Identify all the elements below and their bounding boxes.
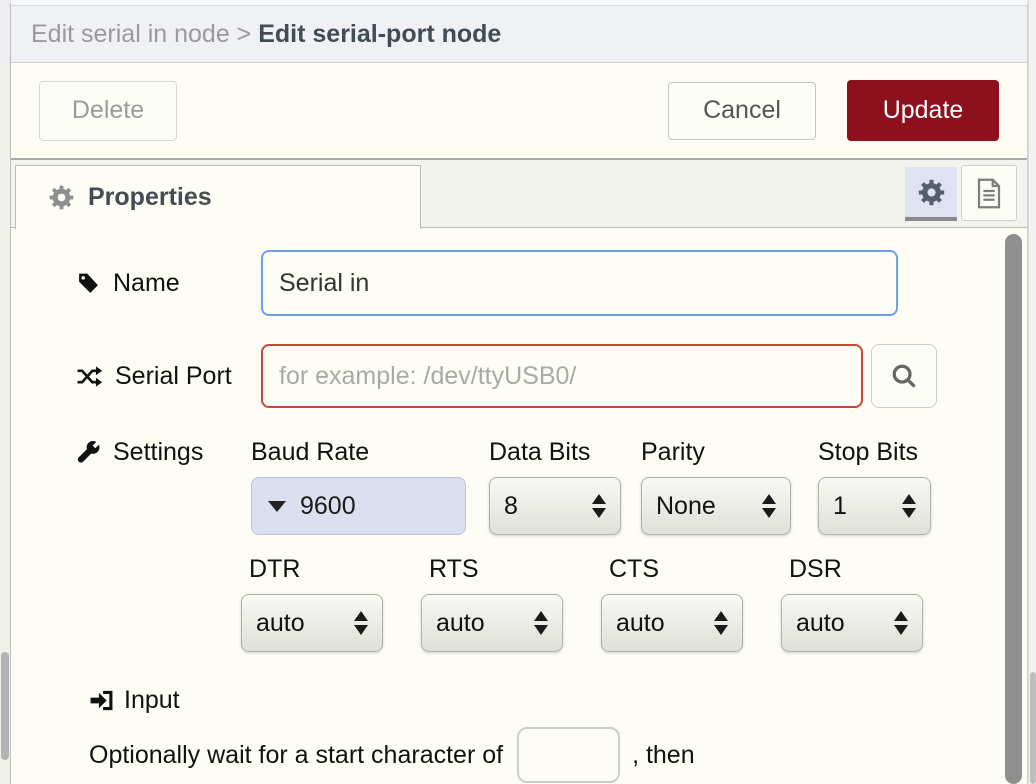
tab-properties-label: Properties	[88, 183, 212, 211]
stop-bits-value: 1	[833, 491, 847, 520]
input-section-label-text: Input	[124, 686, 180, 714]
start-char-suffix-text: , then	[632, 740, 695, 769]
name-row: Name	[76, 250, 1027, 316]
tab-properties[interactable]: Properties	[15, 165, 421, 229]
dtr-value: auto	[256, 608, 305, 637]
node-description-button[interactable]	[961, 165, 1017, 221]
name-input[interactable]	[261, 250, 898, 316]
rts-select[interactable]: auto	[421, 594, 563, 652]
serial-port-row: Serial Port	[76, 344, 1027, 408]
magnifier-icon	[889, 361, 919, 391]
start-char-prefix-text: Optionally wait for a start character of	[89, 740, 504, 769]
gear-icon	[48, 184, 75, 211]
gear-icon	[917, 178, 946, 207]
name-label-text: Name	[113, 268, 180, 297]
data-bits-value: 8	[504, 491, 518, 520]
dsr-value: auto	[796, 608, 845, 637]
data-bits-header: Data Bits	[489, 438, 591, 466]
breadcrumb-current: Edit serial-port node	[258, 19, 502, 48]
select-arrows-icon	[714, 611, 728, 635]
cancel-button[interactable]: Cancel	[668, 81, 816, 140]
breadcrumb: Edit serial in node > Edit serial-port n…	[11, 5, 1027, 63]
select-arrows-icon	[354, 611, 368, 635]
window-scrollbar	[1028, 0, 1036, 784]
data-bits-select[interactable]: 8	[489, 477, 621, 535]
cts-select[interactable]: auto	[601, 594, 743, 652]
serial-port-label: Serial Port	[76, 362, 261, 391]
input-section-label: Input	[89, 686, 180, 715]
settings-label: Settings	[76, 438, 261, 467]
cts-value: auto	[616, 608, 665, 637]
select-arrows-icon	[592, 494, 606, 518]
dialog-scrollbar	[1001, 228, 1025, 784]
cts-header: CTS	[609, 555, 659, 583]
wrench-icon	[76, 440, 101, 465]
serial-port-input[interactable]	[261, 344, 863, 408]
sign-in-icon	[89, 688, 114, 713]
rts-header: RTS	[429, 555, 479, 583]
dialog-scrollbar-thumb[interactable]	[1005, 234, 1022, 784]
select-arrows-icon	[762, 494, 776, 518]
parity-select[interactable]: None	[641, 477, 791, 535]
select-arrows-icon	[902, 494, 916, 518]
baud-rate-value: 9600	[300, 491, 356, 520]
window-scrollbar-thumb[interactable]	[1030, 672, 1036, 784]
settings-row: Settings Baud Rate 9600 Data Bits 8	[76, 438, 1027, 535]
baud-rate-header: Baud Rate	[251, 438, 370, 466]
dialog-button-bar: Delete Cancel Update	[11, 63, 1027, 160]
settings-grid: Baud Rate 9600 Data Bits 8 Parity	[251, 438, 931, 535]
settings-label-text: Settings	[113, 438, 204, 466]
editor-left-scrollbar	[0, 0, 10, 784]
update-button[interactable]: Update	[847, 80, 999, 141]
tab-bar: Properties	[11, 160, 1027, 229]
serial-port-label-text: Serial Port	[115, 361, 232, 390]
dtr-select[interactable]: auto	[241, 594, 383, 652]
dsr-header: DSR	[789, 555, 842, 583]
stop-bits-header: Stop Bits	[818, 438, 919, 466]
select-arrows-icon	[894, 611, 908, 635]
dsr-select[interactable]: auto	[781, 594, 923, 652]
baud-rate-dropdown[interactable]: 9600	[251, 477, 466, 535]
left-scrollbar-thumb[interactable]	[1, 652, 9, 760]
input-section-row: Input	[89, 686, 1027, 715]
rts-value: auto	[436, 608, 485, 637]
breadcrumb-parent: Edit serial in node	[31, 19, 230, 48]
edit-node-dialog: Edit serial in node > Edit serial-port n…	[10, 0, 1028, 784]
stop-bits-select[interactable]: 1	[818, 477, 931, 535]
properties-form: Name Serial Port	[11, 228, 1027, 784]
parity-header: Parity	[641, 438, 705, 466]
tag-icon	[76, 271, 101, 296]
document-icon	[974, 177, 1004, 210]
start-character-input[interactable]	[517, 727, 621, 783]
parity-value: None	[656, 491, 716, 520]
dtr-header: DTR	[249, 555, 301, 583]
signals-row: DTR auto RTS auto CTS auto	[76, 555, 1027, 652]
delete-button[interactable]: Delete	[39, 80, 177, 141]
select-arrows-icon	[534, 611, 548, 635]
serial-port-search-button[interactable]	[871, 344, 937, 408]
shuffle-icon	[76, 364, 103, 389]
caret-down-icon	[268, 500, 286, 512]
breadcrumb-separator: >	[229, 19, 259, 48]
node-settings-button[interactable]	[905, 167, 957, 221]
left-strip-top	[0, 0, 10, 64]
name-label: Name	[76, 269, 261, 298]
start-character-row: Optionally wait for a start character of…	[76, 727, 1027, 783]
